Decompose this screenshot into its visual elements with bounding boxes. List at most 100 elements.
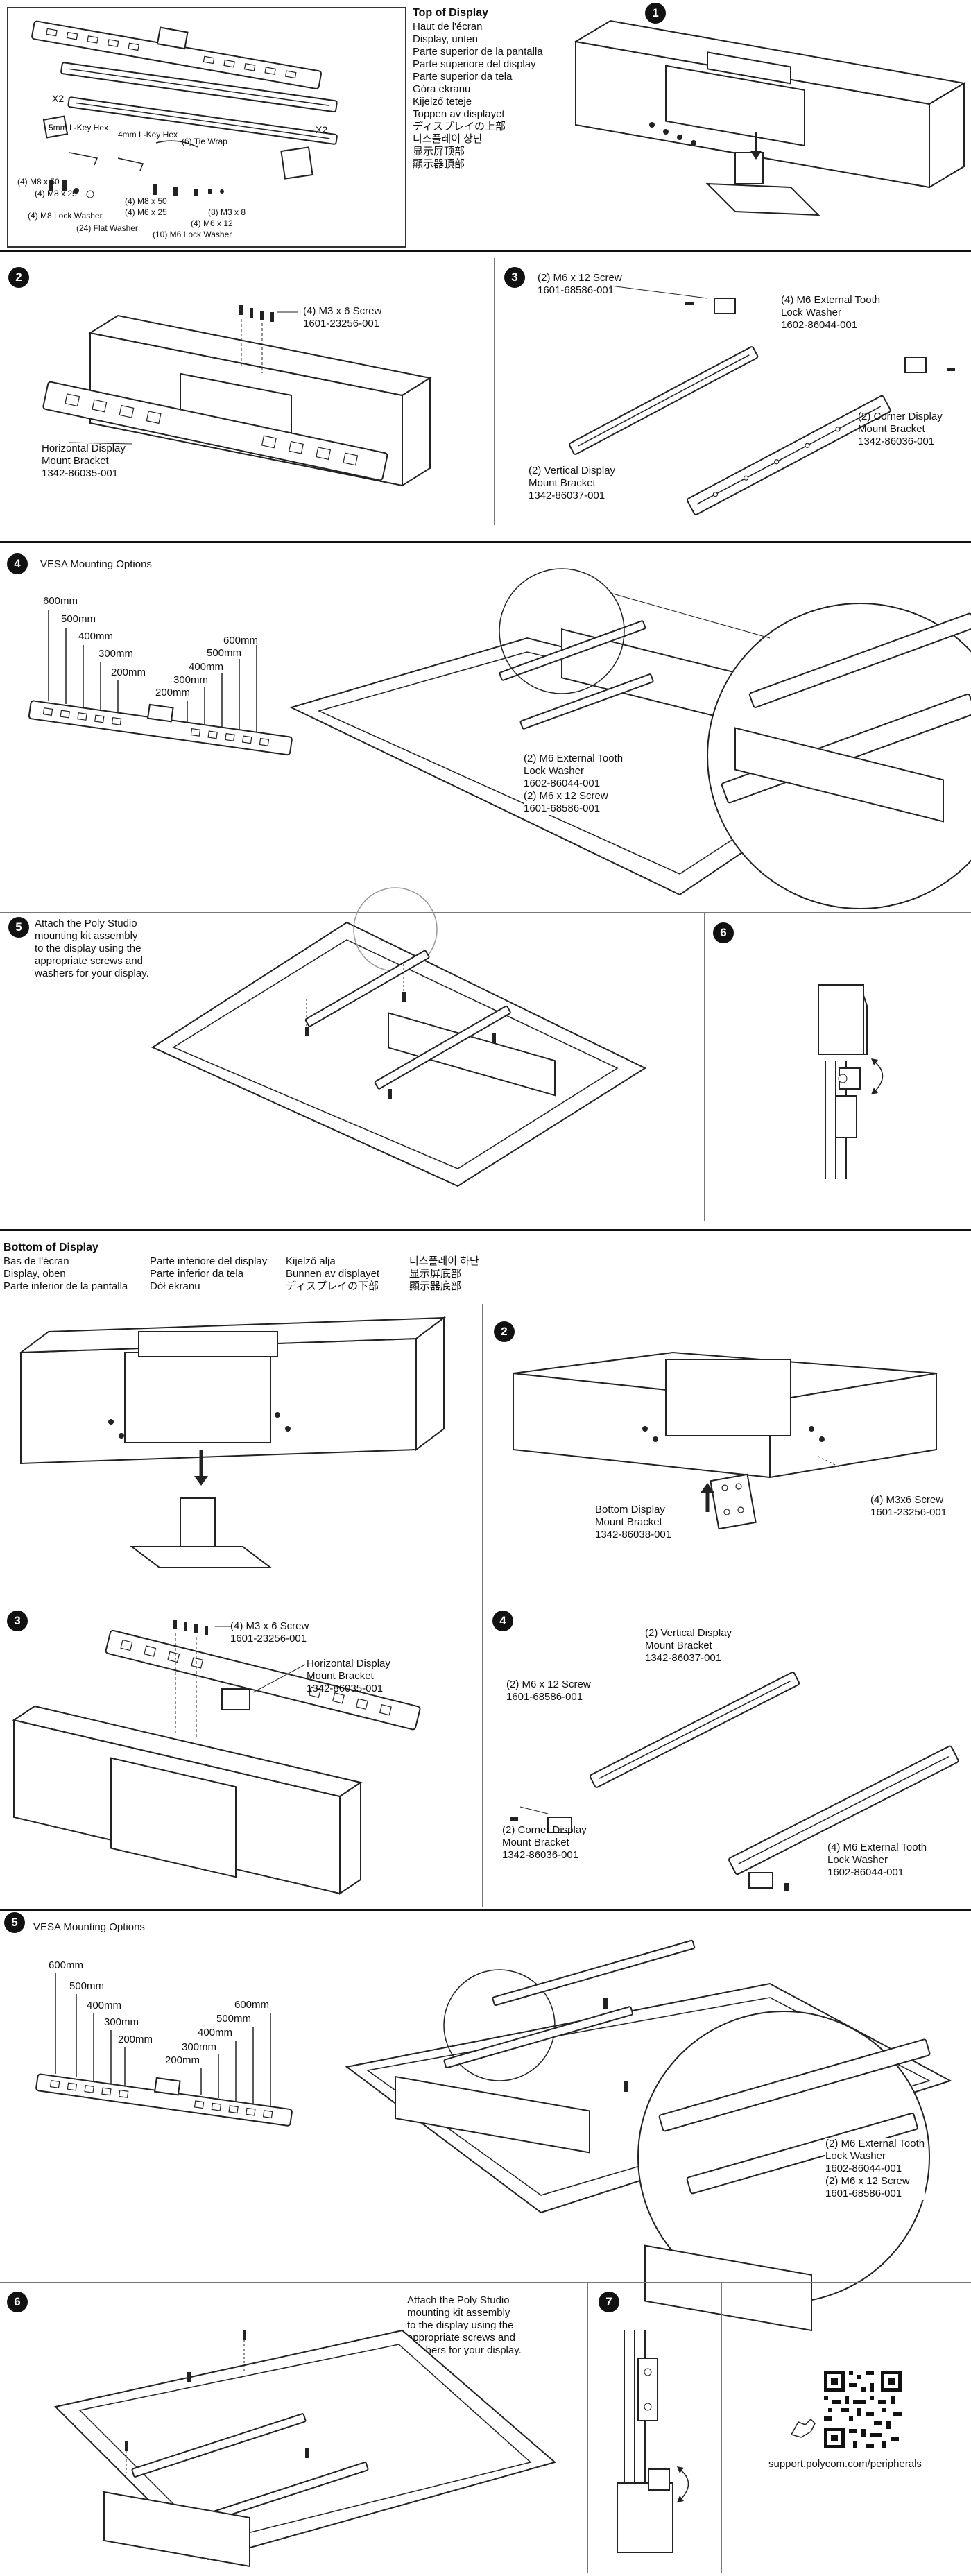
divider-horizontal [0,2282,971,2283]
bottom-step-5-display-illustration [345,1939,952,2332]
translation-line: Parte superiore del display [413,58,536,70]
step-4-hardware-label: (2) M6 External Tooth Lock Washer 1602-8… [524,753,624,815]
bottom-translations-col2: Parte inferiore del display Parte inferi… [150,1255,267,1293]
bottom-step-6-illustration [54,2329,557,2568]
bottom-translations-col4: 디스플레이 하단 显示屏底部 顯示器底部 [409,1255,479,1293]
bottom-step-5-title: VESA Mounting Options [33,1921,145,1933]
kit-label-m8x25: (4) M8 x 25 [35,189,77,198]
bottom-step-6-badge: 6 [7,2292,28,2312]
section-divider [0,1229,971,1231]
translation-line: 顯示器頂部 [413,158,465,170]
translation-line: Bas de l'écran [3,1255,69,1267]
kit-label-flat-washer: (24) Flat Washer [76,223,138,233]
support-url[interactable]: support.polycom.com/peripherals [768,2458,922,2470]
translation-line: Kijelző alja [286,1255,336,1267]
bottom-translations-col1: Bas de l'écran Display, oben Parte infer… [3,1255,128,1293]
step-1-badge: 1 [645,3,666,24]
kit-label-tie-wrap: (6) Tie Wrap [182,137,227,146]
kit-contents-illustration [31,20,338,198]
bottom-step-2-illustration [513,1351,937,1530]
bottom-step-2-bracket-label: Bottom Display Mount Bracket 1342-86038-… [595,1504,672,1540]
kit-label-m6x12: (4) M6 x 12 [191,218,233,228]
bottom-step-3-illustration [12,1620,421,1895]
bottom-step-4-corner-label: (2) Corner Display Mount Bracket 1342-86… [502,1824,587,1861]
top-translations-list: Haut de l'écran Display, unten Parte sup… [413,21,543,171]
translation-line: Display, unten [413,33,478,45]
bottom-step-4-screw-label: (2) M6 x 12 Screw 1601-68586-001 [506,1678,591,1703]
step-3-washer-label: (4) M6 External Tooth Lock Washer 1602-8… [781,294,881,331]
kit-label-m6-lock: (10) M6 Lock Washer [153,230,232,239]
translation-line: Góra ekranu [413,83,471,95]
vesa-size-left: 200mm [118,2034,153,2045]
vesa-size-right: 500mm [216,2013,252,2025]
translation-line: 显示屏顶部 [413,146,465,157]
step-5-top-illustration [151,887,647,1187]
step-4-top-display-illustration [289,568,971,909]
bottom-step-5-hardware-label: (2) M6 External Tooth Lock Washer 1602-8… [825,2138,925,2200]
bottom-step-3-screw-label: (4) M3 x 6 Screw 1601-23256-001 [230,1620,309,1645]
vesa-size-right: 400mm [198,2027,233,2038]
vesa-size-right: 300mm [182,2041,217,2053]
vesa-size-right: 500mm [207,647,242,659]
hand-icon [790,2418,816,2438]
step-4-title: VESA Mounting Options [40,558,152,570]
bottom-step-4-badge: 4 [492,1611,513,1631]
translation-line: Dół ekranu [150,1280,200,1292]
bottom-step-3-bracket-label: Horizontal Display Mount Bracket 1342-86… [307,1658,390,1694]
divider-vertical [482,1599,483,1907]
step-2-bracket-label: Horizontal Display Mount Bracket 1342-86… [42,443,126,479]
vesa-size-right: 200mm [165,2054,200,2066]
vesa-size-right: 600mm [234,1999,270,2011]
kit-label-m8x50: (4) M8 x 50 [17,177,60,187]
translation-line: Parte inferior de la pantalla [3,1280,128,1292]
step-2-screw-label: (4) M3 x 6 Screw 1601-23256-001 [303,305,382,329]
translation-line: 显示屏底部 [409,1268,462,1280]
translation-line: Parte inferiore del display [150,1255,268,1267]
step-3-vertical-label: (2) Vertical Display Mount Bracket 1342-… [529,465,616,501]
step-5-badge: 5 [8,917,29,938]
kit-label-m3x8: (8) M3 x 8 [208,207,246,217]
kit-label-m8-lock: (4) M8 Lock Washer [28,211,103,221]
bottom-step-2-badge: 2 [494,1321,515,1342]
translation-line: ディスプレイの上部 [413,121,506,132]
bottom-step-4-vertical-label: (2) Vertical Display Mount Bracket 1342-… [645,1627,732,1664]
step-6-top-illustration [818,984,884,1179]
step-3-corner-label: (2) Corner Display Mount Bracket 1342-86… [858,411,943,447]
section-divider [0,1909,971,1911]
kit-contents-box [7,7,406,248]
vesa-size-left: 400mm [87,2000,122,2011]
translation-line: 顯示器底部 [409,1280,462,1292]
vesa-size-left: 500mm [69,1980,105,1992]
translation-line: ディスプレイの下部 [286,1280,379,1292]
translation-line: Parte superior da tela [413,71,513,83]
bottom-step-7-badge: 7 [599,2292,619,2312]
divider-vertical [482,1304,483,1599]
section-divider [0,250,971,252]
kit-label-5mm-hex: 5mm L-Key Hex [49,123,109,132]
vesa-size-left: 600mm [43,595,78,607]
bottom-translations-col3: Kijelző alja Bunnen av displayet ディスプレイの… [286,1255,379,1293]
translation-line: Bunnen av displayet [286,1268,380,1280]
translation-line: Kijelző teteje [413,96,472,108]
bottom-step-4-illustration [510,1672,959,1891]
bottom-of-display-title: Bottom of Display [3,1242,98,1253]
bottom-step-2-screw-label: (4) M3x6 Screw 1601-23256-001 [870,1494,947,1518]
translation-line: 디스플레이 하단 [409,1255,479,1267]
vesa-size-left: 500mm [61,613,96,625]
bottom-step-3-badge: 3 [7,1611,28,1631]
kit-label-m6x25: (4) M6 x 25 [125,207,167,217]
vesa-size-right: 300mm [173,674,209,686]
divider-horizontal [0,912,971,913]
divider-vertical [721,2282,722,2573]
translation-line: Parte superior de la pantalla [413,46,543,58]
step-1-top-illustration [574,19,966,216]
step-4-badge: 4 [7,553,28,574]
kit-label-m8x50-b: (4) M8 x 50 [125,196,167,206]
vesa-size-right: 400mm [189,661,224,673]
vesa-size-right: 200mm [155,687,191,698]
vesa-size-left: 600mm [49,1959,84,1971]
qr-code [824,2371,902,2448]
bottom-step-6-instruction: Attach the Poly Studio mounting kit asse… [407,2294,522,2356]
bottom-step-7-illustration [617,2330,689,2553]
translation-line: Display, oben [3,1268,66,1280]
